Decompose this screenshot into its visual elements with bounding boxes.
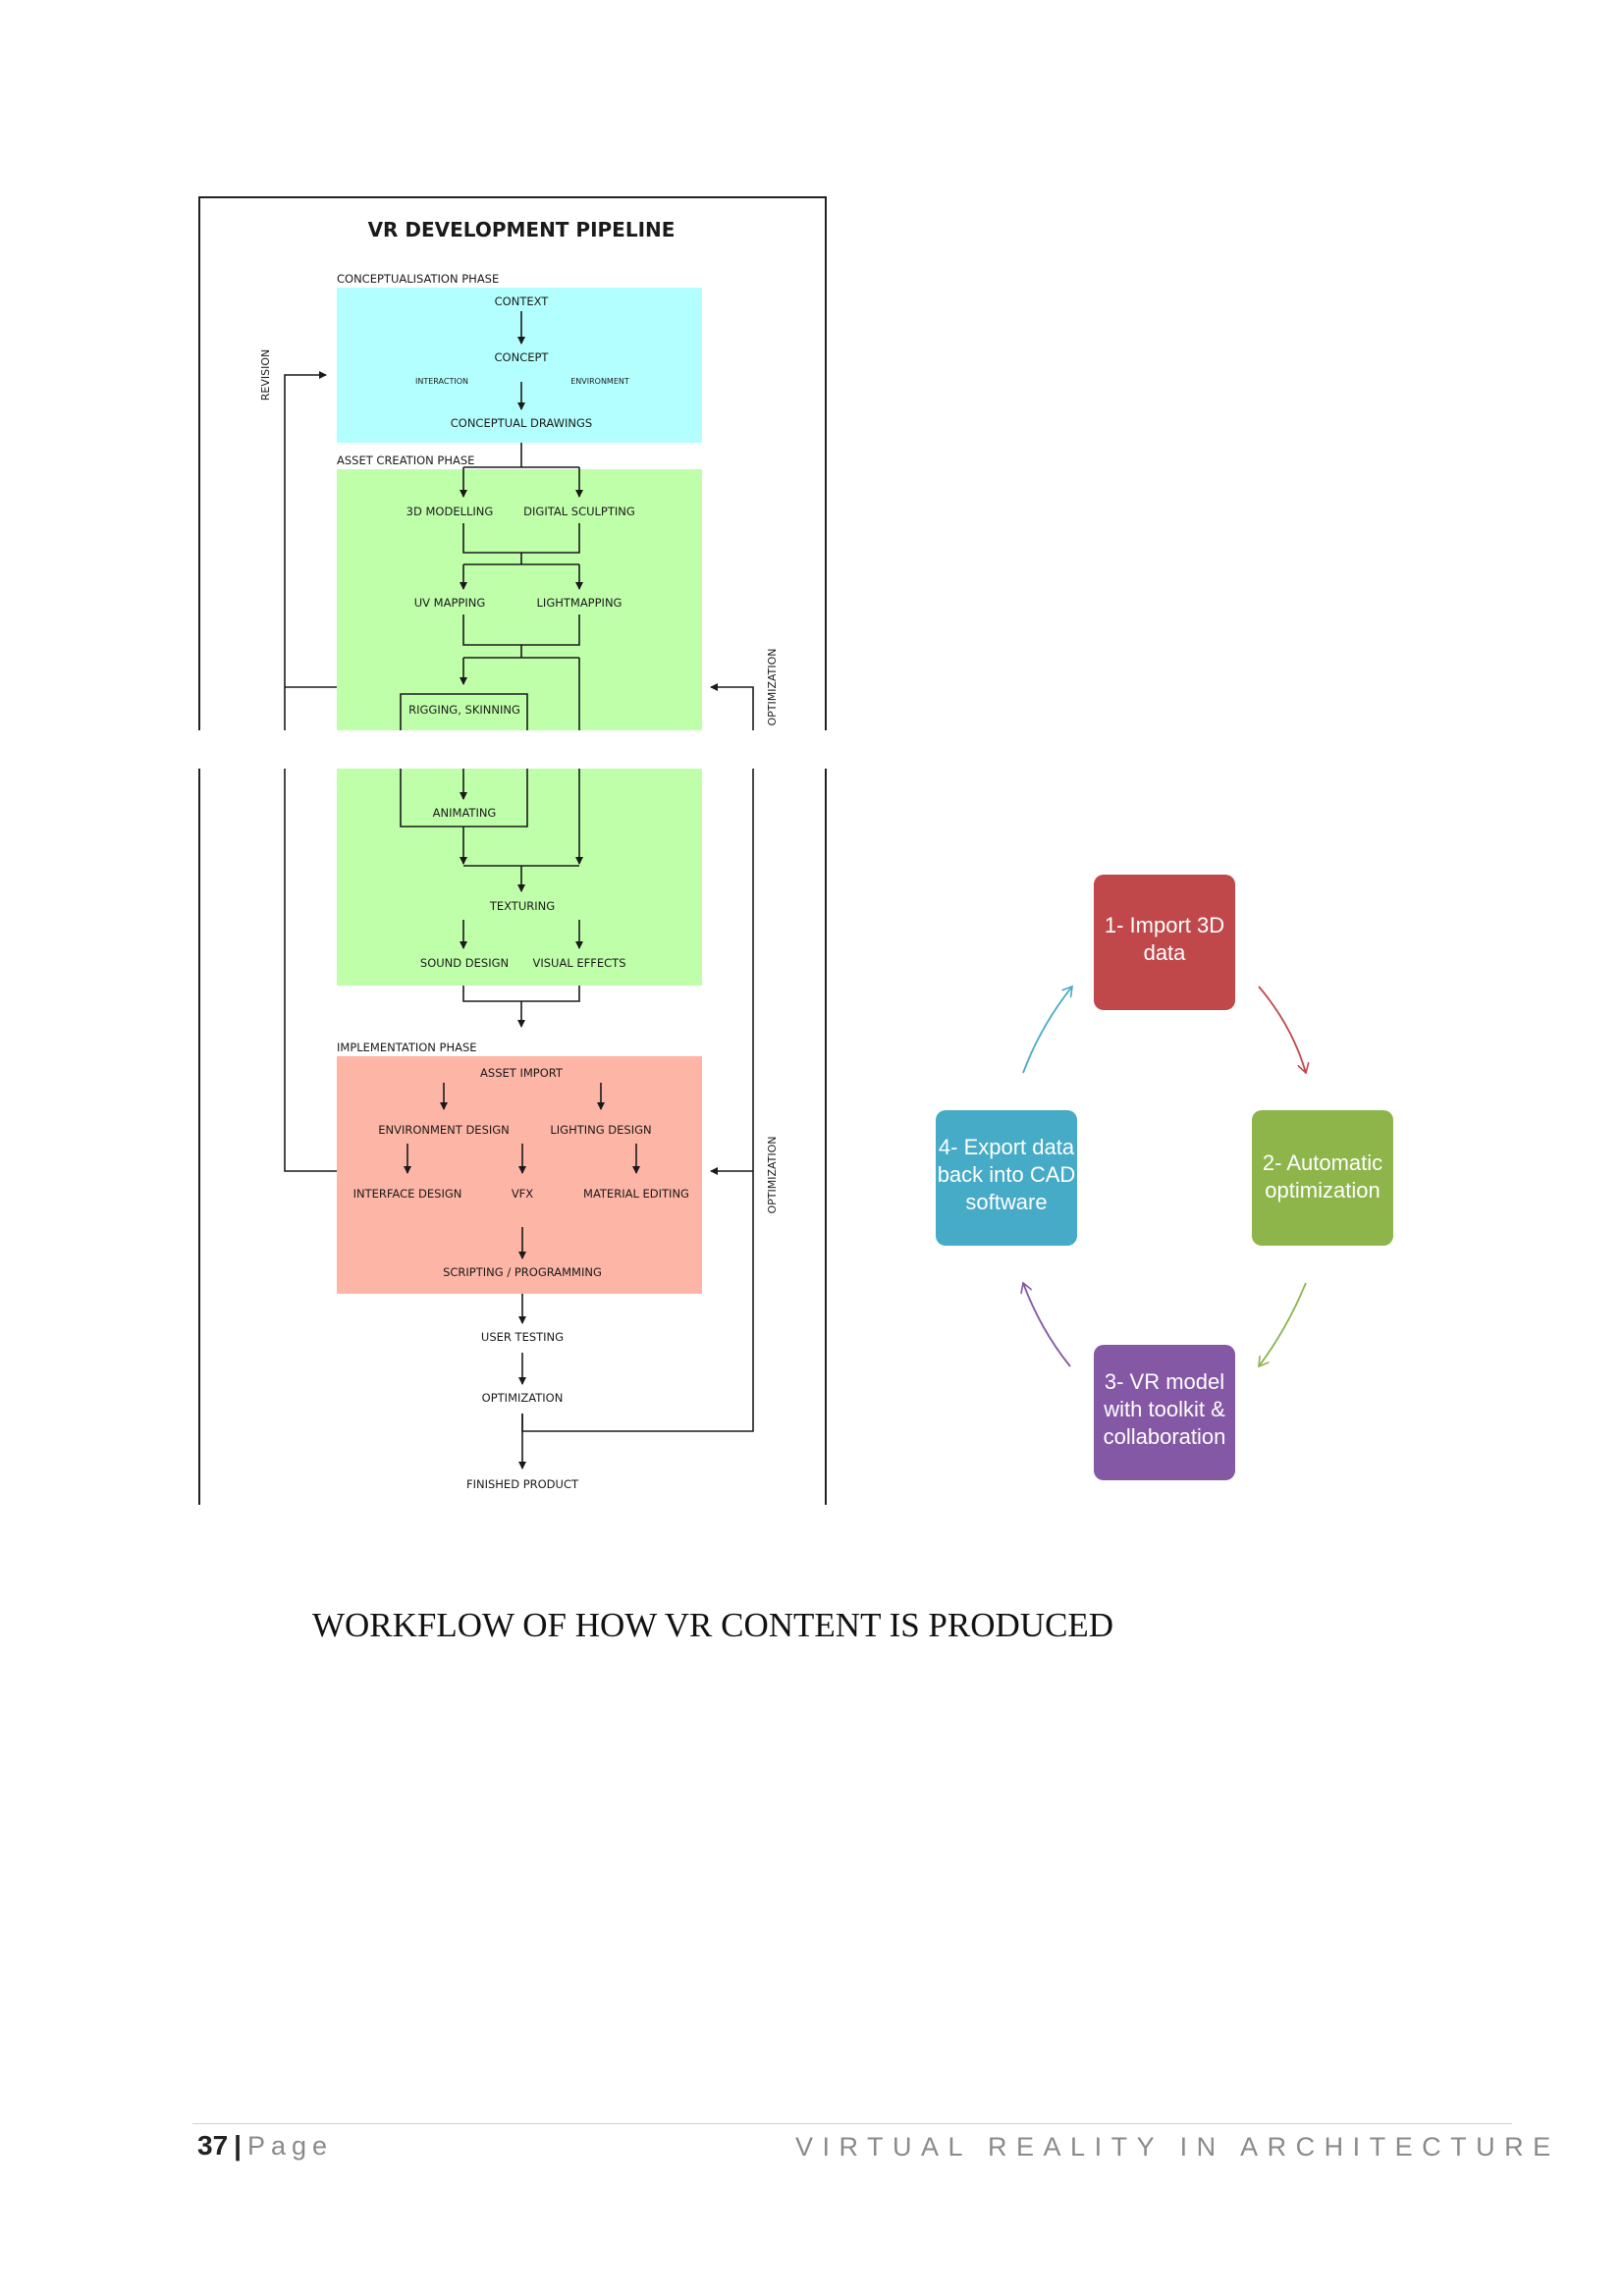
optimization-side-label-2: OPTIMIZATION	[766, 1136, 779, 1213]
node-optimization: OPTIMIZATION	[482, 1391, 564, 1405]
node-conceptual-drawings: CONCEPTUAL DRAWINGS	[451, 416, 592, 430]
cycle-step-3: 3- VR model with toolkit & collaboration	[1094, 1345, 1235, 1480]
pipeline-title: VR DEVELOPMENT PIPELINE	[368, 218, 676, 241]
vr-cad-cycle-diagram: 1- Import 3D data 2- Automatic optimizat…	[936, 875, 1393, 1480]
footer-document-title: VIRTUAL REALITY IN ARCHITECTURE	[795, 2132, 1560, 2162]
node-user-testing: USER TESTING	[481, 1330, 564, 1344]
cycle-step-4-box	[936, 1110, 1077, 1246]
node-concept: CONCEPT	[495, 350, 550, 364]
page-label: Page	[247, 2131, 334, 2161]
node-3d-modelling: 3D MODELLING	[406, 505, 494, 518]
node-environment: ENVIRONMENT	[570, 377, 629, 386]
node-lighting-design: LIGHTING DESIGN	[550, 1123, 651, 1137]
cycle-arrow-3-to-4	[1023, 1283, 1071, 1367]
cycle-step-4-text: 4- Export data	[939, 1135, 1075, 1159]
node-material-editing: MATERIAL EDITING	[583, 1187, 689, 1201]
cycle-step-2-text: 2- Automatic	[1263, 1150, 1382, 1175]
node-vfx: VFX	[512, 1187, 533, 1201]
phase-label-conceptualisation: CONCEPTUALISATION PHASE	[337, 272, 499, 286]
phase-label-implementation: IMPLEMENTATION PHASE	[337, 1041, 477, 1054]
vr-pipeline-diagram: VR DEVELOPMENT PIPELINE CONCEPTUALISATIO…	[198, 196, 827, 1505]
cycle-step-4-text: software	[965, 1190, 1047, 1214]
cycle-step-3-text: 3- VR model	[1105, 1369, 1224, 1394]
cycle-step-3-box	[1094, 1345, 1235, 1480]
node-texturing: TEXTURING	[489, 899, 555, 913]
footer-page-number: 37|Page	[197, 2130, 333, 2162]
phase-label-asset-creation: ASSET CREATION PHASE	[337, 454, 474, 467]
diagram-frame	[198, 196, 827, 1505]
cycle-step-2: 2- Automatic optimization	[1252, 1110, 1393, 1246]
cycle-step-1-box	[1094, 875, 1235, 1010]
node-interface-design: INTERFACE DESIGN	[353, 1187, 462, 1201]
node-visual-effects: VISUAL EFFECTS	[532, 956, 625, 970]
node-uv-mapping: UV MAPPING	[414, 596, 486, 610]
node-scripting-programming: SCRIPTING / PROGRAMMING	[443, 1265, 602, 1279]
pipeline-connectors	[284, 311, 754, 1469]
node-interaction: INTERACTION	[415, 377, 468, 386]
footer-divider	[192, 2123, 1512, 2124]
revision-label: REVISION	[259, 349, 272, 400]
node-lightmapping: LIGHTMAPPING	[537, 596, 623, 610]
implementation-phase-box	[337, 1056, 702, 1294]
optimization-side-label-1: OPTIMIZATION	[766, 648, 779, 725]
cycle-step-3-text: collaboration	[1104, 1424, 1226, 1449]
cycle-step-3-text: with toolkit &	[1103, 1397, 1225, 1421]
node-environment-design: ENVIRONMENT DESIGN	[378, 1123, 510, 1137]
footer-separator: |	[234, 2130, 242, 2161]
page-number: 37	[197, 2130, 229, 2161]
cycle-step-4-text: back into CAD	[938, 1162, 1076, 1187]
conceptualisation-phase-box	[337, 288, 702, 443]
cycle-step-2-text: optimization	[1265, 1178, 1380, 1202]
cycle-step-4: 4- Export data back into CAD software	[936, 1110, 1077, 1246]
asset-creation-phase-box-bottom	[337, 769, 702, 986]
node-sound-design: SOUND DESIGN	[420, 956, 509, 970]
cycle-step-2-box	[1252, 1110, 1393, 1246]
cycle-arrow-1-to-2	[1258, 986, 1306, 1073]
node-finished-product: FINISHED PRODUCT	[466, 1477, 579, 1491]
node-animating: ANIMATING	[433, 806, 497, 820]
cycle-arrow-2-to-3	[1259, 1282, 1307, 1366]
cycle-arrow-4-to-1	[1022, 987, 1072, 1074]
figure-caption: WORKFLOW OF HOW VR CONTENT IS PRODUCED	[312, 1606, 1114, 1644]
cycle-step-1: 1- Import 3D data	[1094, 875, 1235, 1010]
asset-creation-phase-box-top	[337, 469, 702, 730]
node-asset-import: ASSET IMPORT	[480, 1066, 564, 1080]
cycle-step-1-text: data	[1144, 940, 1187, 965]
node-digital-sculpting: DIGITAL SCULPTING	[523, 505, 635, 518]
cycle-step-1-text: 1- Import 3D	[1105, 913, 1224, 937]
node-context: CONTEXT	[495, 294, 550, 308]
node-rigging-skinning: RIGGING, SKINNING	[408, 703, 520, 717]
